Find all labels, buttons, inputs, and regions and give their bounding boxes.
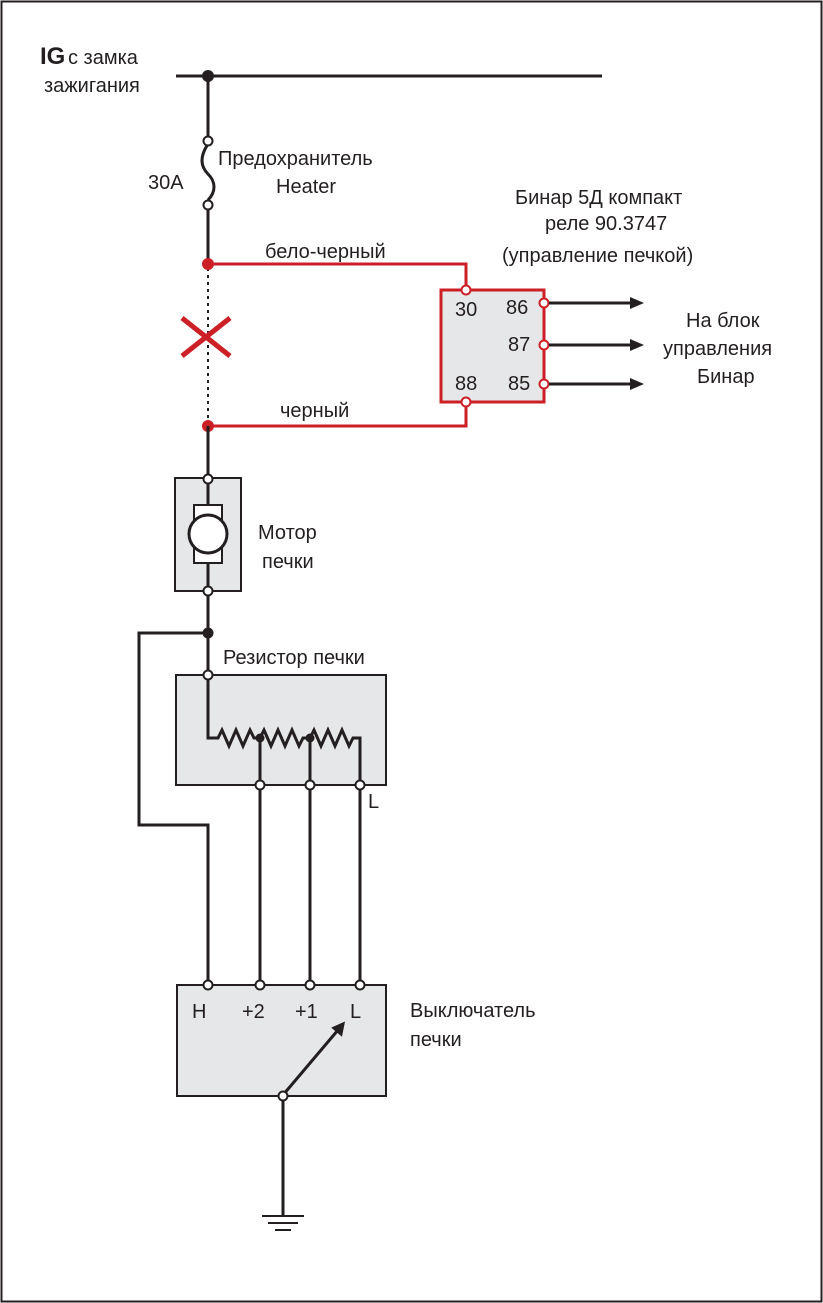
switch-pos-1: +1 [295,1001,318,1023]
arrow-87-icon [549,339,644,351]
relay-pin-86-terminal [538,297,550,309]
binar-unit-line2: управления [663,338,772,360]
motor-icon [187,513,229,555]
switch-terminal-1 [304,979,316,991]
black-wire-label: черный [280,400,349,422]
arrow-85-icon [549,378,644,390]
relay-pin-85: 85 [508,373,530,395]
white-black-wire [208,262,468,288]
fuse-rating: 30A [148,172,184,194]
binar-unit-line1: На блок [686,310,760,332]
motor-junction [202,627,214,639]
ig-source-line1: с замка [68,47,139,69]
resistor-element-icon [206,680,362,780]
switch-label-line1: Выключатель [410,1000,536,1022]
resistor-label: Резистор печки [223,647,365,669]
switch-terminal-l [354,979,366,991]
binar-unit-line3: Бинар [697,366,755,388]
fuse-terminal-bottom [202,199,214,211]
switch-pos-h: H [192,1001,206,1023]
switch-terminal-h [202,979,214,991]
ig-label: IG [40,43,65,70]
relay-pin-30-terminal [460,284,472,296]
relay-title-line1: Бинар 5Д компакт [515,187,682,209]
fuse-label-line2: Heater [276,176,336,198]
motor-label-line1: Мотор [258,522,317,544]
cut-mark-icon [180,316,232,358]
relay-pin-86: 86 [506,297,528,319]
relay-pin-30: 30 [455,299,477,321]
motor-terminal-bottom [202,585,214,597]
relay-title-line2: реле 90.3747 [545,213,667,235]
switch-label-line2: печки [410,1029,462,1051]
fuse-label-line1: Предохранитель [218,148,373,170]
resistor-terminal-1 [304,779,316,791]
fuse-symbol [200,143,216,202]
relay-pin-87: 87 [508,334,530,356]
junction-white-black [202,258,214,270]
relay-pin-88: 88 [455,373,477,395]
relay-pin-88-terminal [460,396,472,408]
resistor-terminal-2 [254,779,266,791]
relay-title-line3: (управление печкой) [502,245,693,267]
switch-lever-icon [281,1021,346,1096]
resistor-terminal-in [202,669,214,681]
switch-box [176,984,387,1097]
black-wire [208,402,468,428]
switch-pos-2: +2 [242,1001,265,1023]
switch-pos-l: L [350,1001,361,1023]
resistor-box [175,674,387,786]
resistor-terminal-l [354,779,366,791]
fuse-terminal-top [202,135,214,147]
switch-terminal-2 [254,979,266,991]
white-black-wire-label: бело-черный [265,241,386,263]
switch-terminal-ground [277,1090,289,1102]
ig-source-line2: зажигания [44,75,140,97]
relay-pin-87-terminal [538,339,550,351]
motor-terminal-top [202,473,214,485]
resistor-tap-l-label: L [368,791,379,813]
h-bypass-wire [137,631,210,980]
motor-label-line2: печки [262,551,314,573]
arrow-86-icon [549,297,644,309]
ground-icon [262,1215,304,1231]
relay-pin-85-terminal [538,378,550,390]
